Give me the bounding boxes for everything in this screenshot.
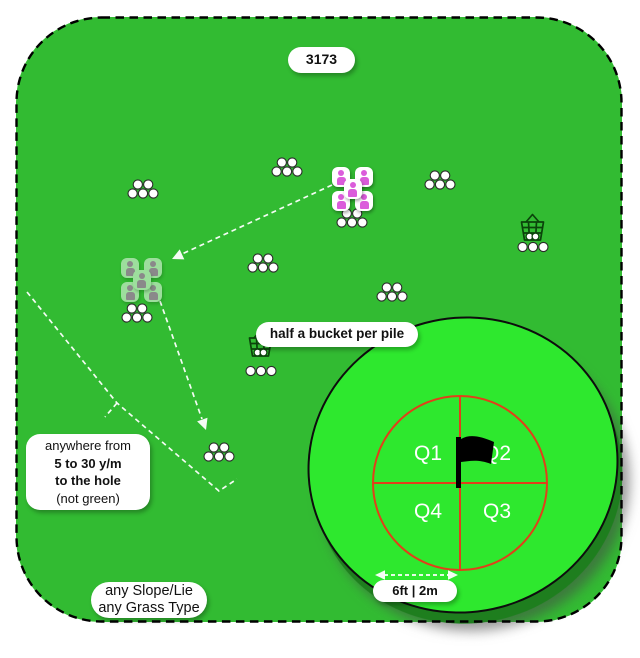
conditions-note: any Slope/Lie any Grass Type xyxy=(91,582,207,618)
drill-id-text: 3173 xyxy=(305,51,338,68)
distance-note: anywhere from 5 to 30 y/m to the hole (n… xyxy=(26,434,150,510)
quadrant-label-q4: Q4 xyxy=(414,500,442,523)
scale-note: 6ft | 2m xyxy=(373,580,457,602)
bucket-note-text: half a bucket per pile xyxy=(269,326,405,342)
drill-id-badge: 3173 xyxy=(288,47,355,73)
measure-arrow xyxy=(375,570,458,580)
quadrant-label-q3: Q3 xyxy=(483,500,511,523)
distance-line: to the hole xyxy=(55,473,121,488)
target-layer: Q1 Q2 Q3 Q4 xyxy=(372,395,548,580)
distance-line: anywhere from xyxy=(45,438,131,453)
scale-note-text: 6ft | 2m xyxy=(392,582,438,598)
bucket-note: half a bucket per pile xyxy=(256,322,418,347)
golf-drill-diagram: { "field": { "id_label": "3173" }, "note… xyxy=(15,16,640,658)
quadrant-label-q1: Q1 xyxy=(414,442,442,465)
distance-line: (not green) xyxy=(56,490,120,506)
conditions-line: any Slope/Lie xyxy=(105,583,193,599)
conditions-line: any Grass Type xyxy=(98,600,200,616)
flag-icon xyxy=(456,436,494,488)
distance-line: 5 to 30 y/m xyxy=(54,455,122,471)
